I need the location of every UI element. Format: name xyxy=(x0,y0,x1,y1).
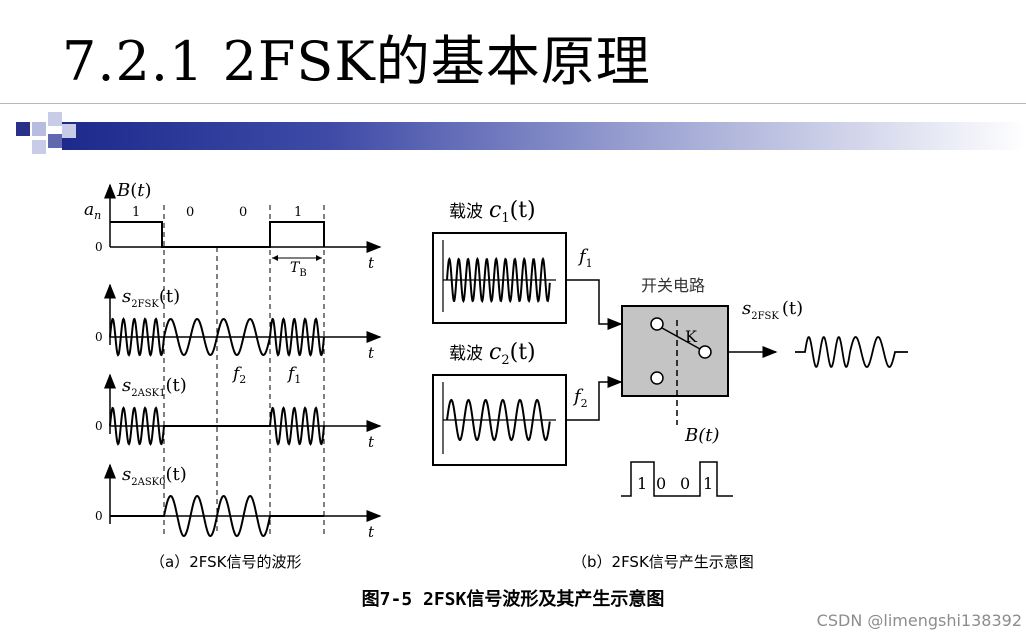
deco-square xyxy=(16,122,30,136)
tb-arrows xyxy=(272,255,322,261)
control-bit-label: 0 xyxy=(680,474,690,493)
carrier1-oscillator-box xyxy=(432,232,567,324)
s2fsk-row: s2FSK(t) 0 t f2 f1 xyxy=(95,283,382,386)
bit-label: 0 xyxy=(239,205,247,220)
gradient-bar xyxy=(62,122,1026,150)
f2-signal-line xyxy=(566,376,623,421)
waveform-panel: B(t) an 0 t 1 0 0 1 TB s2FSK(t) 0 t f2 xyxy=(84,180,382,541)
tb-label: TB xyxy=(290,260,307,279)
bit-boundaries xyxy=(163,205,325,535)
s2fsk-waveform xyxy=(109,317,325,357)
zero-label: 0 xyxy=(95,419,103,433)
control-bt-label: B(t) xyxy=(684,425,720,446)
zero-label: 0 xyxy=(95,509,103,523)
zero-label: 0 xyxy=(95,330,103,344)
t-label: t xyxy=(368,254,375,272)
watermark: CSDN @limengshi138392 xyxy=(816,611,1022,630)
control-bit-label: 1 xyxy=(703,474,713,493)
s2ask0-waveform xyxy=(110,494,324,538)
an-label: an xyxy=(84,200,101,222)
caption-a: （a）2FSK信号的波形 xyxy=(150,553,302,571)
bt-label: B(t) xyxy=(116,180,152,201)
f2-label: f2 xyxy=(231,364,246,386)
t-label: t xyxy=(368,344,375,362)
control-bit-label: 0 xyxy=(656,474,666,493)
deco-square xyxy=(48,134,62,148)
s2ask0-row: s2ASK0(t) 0 t xyxy=(95,463,382,541)
carrier1-waveform xyxy=(446,256,551,304)
bt-row: B(t) an 0 t 1 0 0 1 TB xyxy=(84,180,382,279)
f1-signal-line xyxy=(566,279,623,330)
output-waveform xyxy=(795,336,908,368)
switch-circuit-box xyxy=(621,305,729,397)
s2ask1-row: s2ASK1(t) 0 t xyxy=(95,373,382,451)
title-divider xyxy=(0,103,1026,104)
bit-label: 0 xyxy=(186,205,194,220)
zero-label: 0 xyxy=(95,240,103,254)
s2ask1-label: s2ASK1(t) xyxy=(122,375,187,399)
switch-contact-f1 xyxy=(650,317,664,331)
s2ask0-label: s2ASK0(t) xyxy=(122,464,187,488)
carrier2-waveform xyxy=(446,398,551,442)
s2ask1-waveform xyxy=(109,406,325,446)
caption-b: （b）2FSK信号产生示意图 xyxy=(572,553,754,571)
t-label: t xyxy=(368,433,375,451)
deco-square xyxy=(62,124,76,138)
s2fsk-label: s2FSK(t) xyxy=(122,286,180,310)
control-bit-waveform xyxy=(621,461,733,497)
f1-label: f1 xyxy=(286,364,301,386)
switch-arm xyxy=(661,327,701,350)
bit-label: 1 xyxy=(294,205,302,220)
t-label: t xyxy=(368,523,375,541)
bit-label: 1 xyxy=(132,205,140,220)
f1-line-label: f1 xyxy=(577,246,593,270)
switch-common-contact xyxy=(698,345,712,359)
switch-circuit-label: 开关电路 xyxy=(641,276,705,295)
deco-square xyxy=(32,122,46,136)
output-label: s2FSK(t) xyxy=(742,298,803,322)
decorative-band xyxy=(0,112,1026,170)
switch-contact-f2 xyxy=(650,371,664,385)
deco-square xyxy=(32,140,46,154)
switch-k-label: K xyxy=(685,327,698,346)
slide-title: 7.2.1 2FSK的基本原理 xyxy=(62,30,651,93)
deco-square xyxy=(48,112,62,126)
figure-caption: 图7-5 2FSK信号波形及其产生示意图 xyxy=(361,589,665,610)
f2-line-label: f2 xyxy=(572,386,588,410)
bt-signal xyxy=(110,221,325,248)
control-bit-label: 1 xyxy=(637,474,647,493)
